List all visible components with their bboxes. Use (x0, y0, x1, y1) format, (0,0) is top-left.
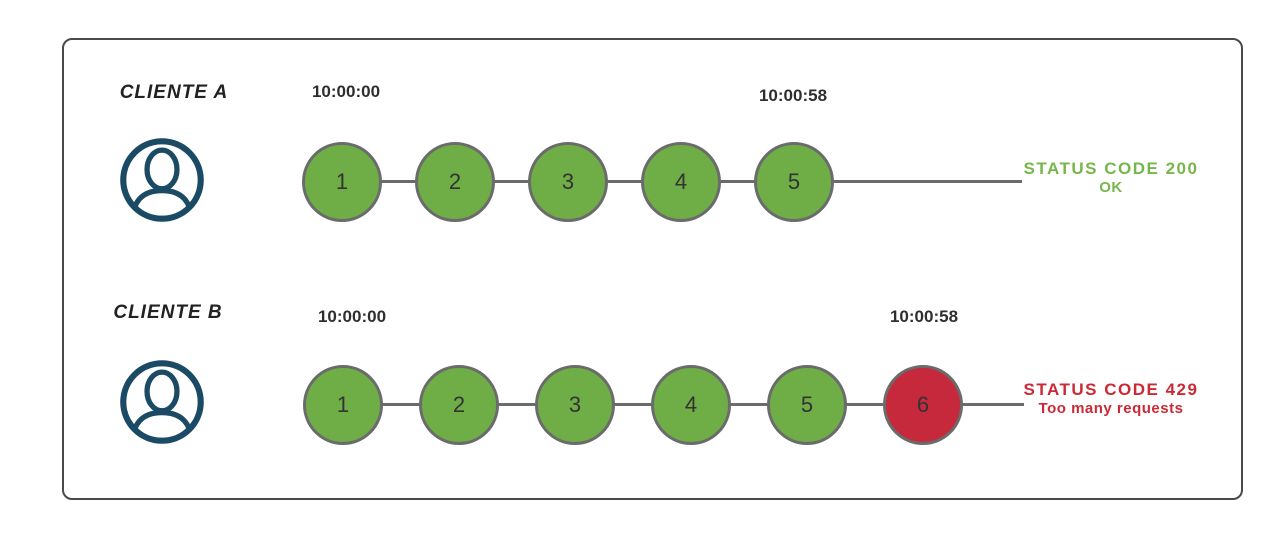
request-circle-blocked: 6 (883, 365, 963, 445)
request-circle: 3 (535, 365, 615, 445)
request-circle: 5 (754, 142, 834, 222)
status-message-text: OK (1099, 179, 1123, 197)
client-a-end-time: 10:00:58 (758, 86, 828, 105)
status-message-text: Too many requests (1038, 400, 1184, 418)
request-circle: 1 (303, 365, 383, 445)
request-circle: 4 (641, 142, 721, 222)
request-circle: 5 (767, 365, 847, 445)
client-b-end-time: 10:00:58 (889, 307, 959, 326)
client-a-start-time: 10:00:00 (311, 82, 381, 101)
client-a-label: CLIENTE A (119, 82, 229, 103)
client-a-user-icon (118, 136, 206, 224)
request-circle: 4 (651, 365, 731, 445)
diagram-frame: CLIENTE A 10:00:00 10:00:58 1 2 3 4 (62, 38, 1243, 500)
client-b-label: CLIENTE B (113, 302, 223, 323)
request-circle: 2 (419, 365, 499, 445)
request-circle: 3 (528, 142, 608, 222)
client-a-request-chain: 1 2 3 4 5 (302, 142, 834, 222)
client-a-status: STATUS CODE 200 OK (1016, 158, 1206, 198)
status-code-text: STATUS CODE 200 (1023, 159, 1199, 178)
request-circle: 2 (415, 142, 495, 222)
request-circle: 1 (302, 142, 382, 222)
client-b-user-icon (118, 358, 206, 446)
client-b-request-chain: 1 2 3 4 5 6 (303, 365, 963, 445)
client-b-start-time: 10:00:00 (317, 307, 387, 326)
status-code-text: STATUS CODE 429 (1023, 380, 1199, 399)
client-b-status: STATUS CODE 429 Too many requests (1016, 379, 1206, 419)
